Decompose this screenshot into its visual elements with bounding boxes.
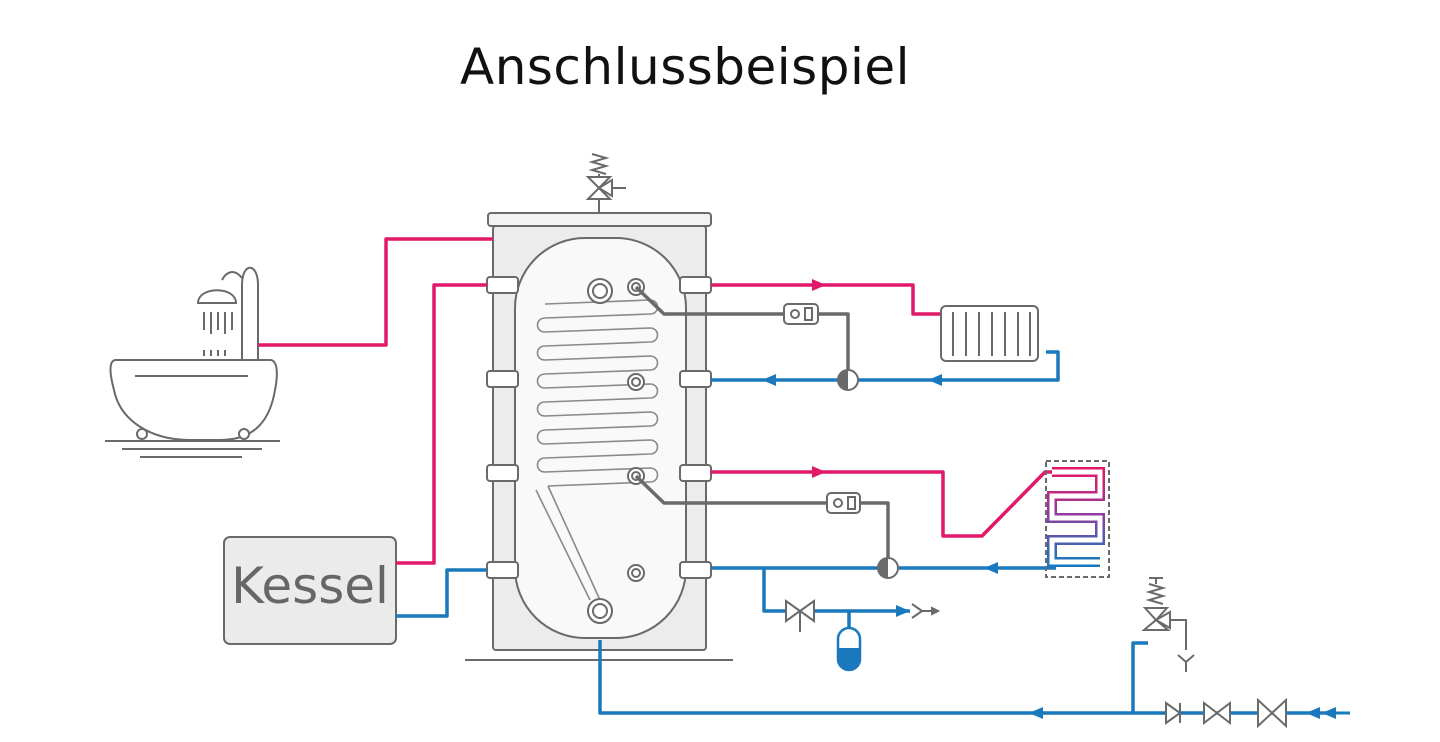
controller-icon — [783, 303, 819, 325]
boiler-box: Kessel — [223, 536, 397, 645]
storage-tank — [465, 212, 733, 661]
bathtub-icon — [105, 359, 280, 458]
tank-ports — [587, 278, 645, 624]
valve-icon — [1165, 701, 1182, 725]
control-wires — [634, 285, 890, 558]
controller-icon — [826, 492, 861, 514]
expansion-vessel-icon — [836, 626, 862, 672]
valve-icon — [1203, 700, 1231, 726]
pump-icon — [837, 369, 859, 391]
flow-arrow — [812, 279, 826, 478]
page-title: Anschlussbeispiel — [459, 38, 911, 96]
flow-arrow — [762, 374, 1350, 719]
boiler-label: Kessel — [231, 557, 389, 615]
pump-icon — [877, 557, 899, 579]
radiator-icon — [940, 305, 1039, 362]
safety-valve-icon — [1141, 577, 1195, 672]
floor-heating-icon — [1045, 460, 1110, 578]
safety-valve-icon — [585, 153, 626, 213]
shower-icon — [196, 266, 259, 360]
valve-icon — [785, 599, 815, 632]
tank-connector-right — [679, 276, 712, 579]
drain-icon — [911, 603, 941, 619]
tank-connector-left — [486, 276, 519, 579]
valve-icon — [1257, 697, 1287, 729]
heat-exchanger-coil — [535, 299, 659, 601]
